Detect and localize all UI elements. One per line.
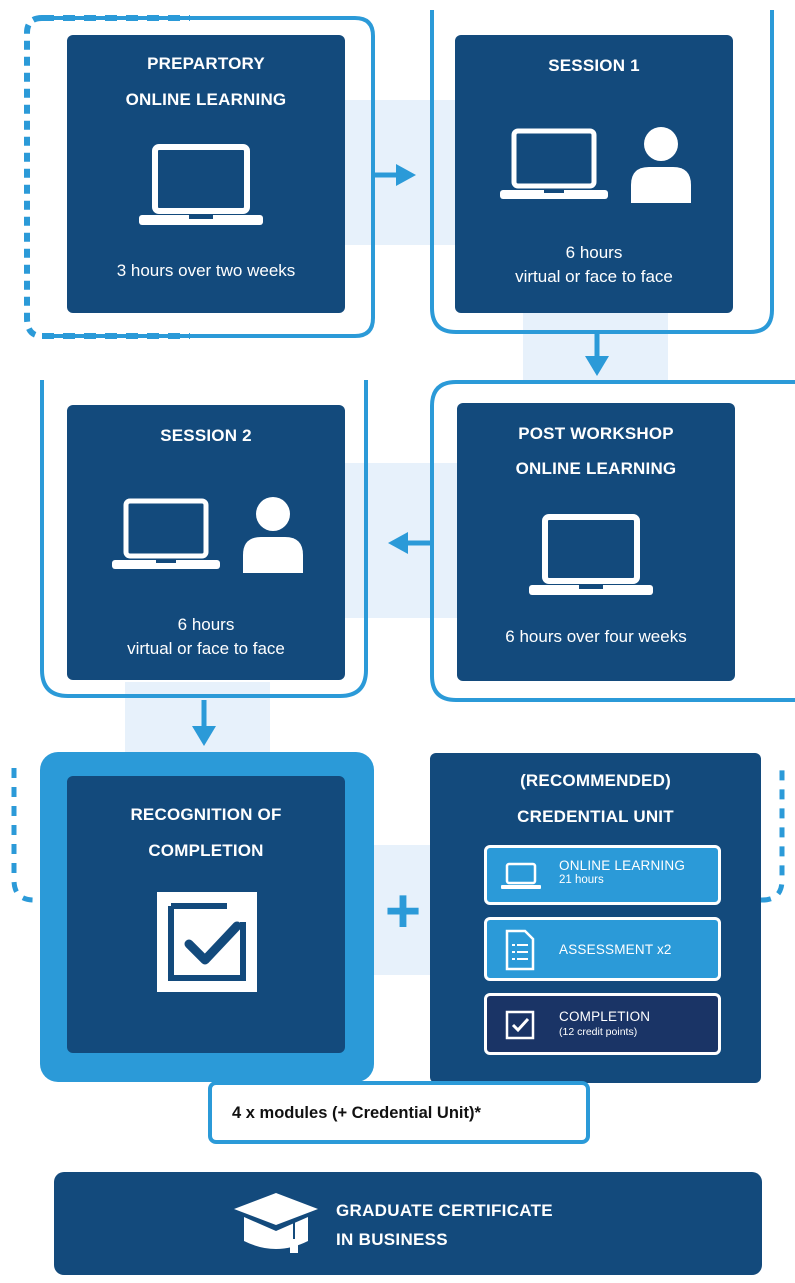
session2-frame <box>40 380 368 698</box>
card-caption: 3 hours over two weeks <box>116 261 296 280</box>
credential-unit-card: (RECOMMENDED) CREDENTIAL UNIT ONLINE LEA… <box>430 753 761 1083</box>
person-icon <box>243 497 303 573</box>
card-caption: 6 hours over four weeks <box>505 627 687 646</box>
credential-item-label: ONLINE LEARNING <box>559 858 686 873</box>
card-title: ONLINE LEARNING <box>125 90 287 109</box>
document-list-icon <box>505 929 535 971</box>
card-title: POST WORKSHOP <box>518 424 674 443</box>
card-title: RECOGNITION OF <box>130 805 282 824</box>
card-title: (RECOMMENDED) <box>520 771 671 790</box>
modules-label: 4 x modules (+ Credential Unit)* <box>232 1104 481 1122</box>
modules-label-box: 4 x modules (+ Credential Unit)* <box>208 1081 590 1144</box>
credential-item-online-learning: ONLINE LEARNING 21 hours <box>484 845 721 905</box>
card-caption: virtual or face to face <box>515 267 673 286</box>
arrow-down-icon <box>585 334 609 376</box>
credential-item-sub: (12 credit points) <box>559 1026 638 1038</box>
credential-item-label: ASSESSMENT x2 <box>559 942 672 957</box>
arrow-right-icon <box>372 164 416 186</box>
post-workshop-card: POST WORKSHOP ONLINE LEARNING 6 hours ov… <box>457 403 735 681</box>
session2-card: SESSION 2 6 hours virtual or face to fac… <box>67 405 345 680</box>
checkbox-icon <box>505 1010 535 1040</box>
graduation-cap-icon <box>234 1193 318 1253</box>
plus-icon: + <box>384 877 422 946</box>
card-title: PREPARTORY <box>147 54 265 73</box>
arrow-left-icon <box>388 532 432 554</box>
card-title: COMPLETION <box>148 841 264 860</box>
arrow-down-icon <box>192 700 216 746</box>
credential-item-label: COMPLETION <box>559 1009 651 1024</box>
person-icon <box>631 127 691 203</box>
session1-card: SESSION 1 6 hours virtual or face to fac… <box>455 35 733 313</box>
card-caption: 6 hours <box>565 243 623 262</box>
laptop-icon <box>529 514 653 595</box>
credential-item-completion: COMPLETION (12 credit points) <box>484 993 721 1055</box>
card-title: CREDENTIAL UNIT <box>517 807 674 826</box>
laptop-icon <box>500 128 608 199</box>
credential-item-sub: 21 hours <box>559 874 604 886</box>
laptop-icon <box>501 862 541 889</box>
card-caption: 6 hours <box>177 615 235 634</box>
graduate-certificate-banner: GRADUATE CERTIFICATE IN BUSINESS <box>54 1172 762 1275</box>
prepartory-card: PREPARTORY ONLINE LEARNING 3 hours over … <box>67 35 345 313</box>
recognition-card: RECOGNITION OF COMPLETION <box>67 776 345 1053</box>
connector-band <box>372 845 432 975</box>
laptop-icon <box>112 498 220 569</box>
checkbox-icon <box>157 892 257 992</box>
credential-item-assessment: ASSESSMENT x2 <box>484 917 721 981</box>
card-title: ONLINE LEARNING <box>515 459 677 478</box>
card-title: SESSION 2 <box>160 426 252 445</box>
certificate-line1: GRADUATE CERTIFICATE <box>336 1201 553 1220</box>
card-caption: virtual or face to face <box>127 639 285 658</box>
session1-frame <box>430 10 774 334</box>
modules-dashed-bracket <box>11 768 785 903</box>
card-title: SESSION 1 <box>548 56 640 75</box>
laptop-icon <box>139 144 263 225</box>
certificate-line2: IN BUSINESS <box>336 1230 448 1249</box>
